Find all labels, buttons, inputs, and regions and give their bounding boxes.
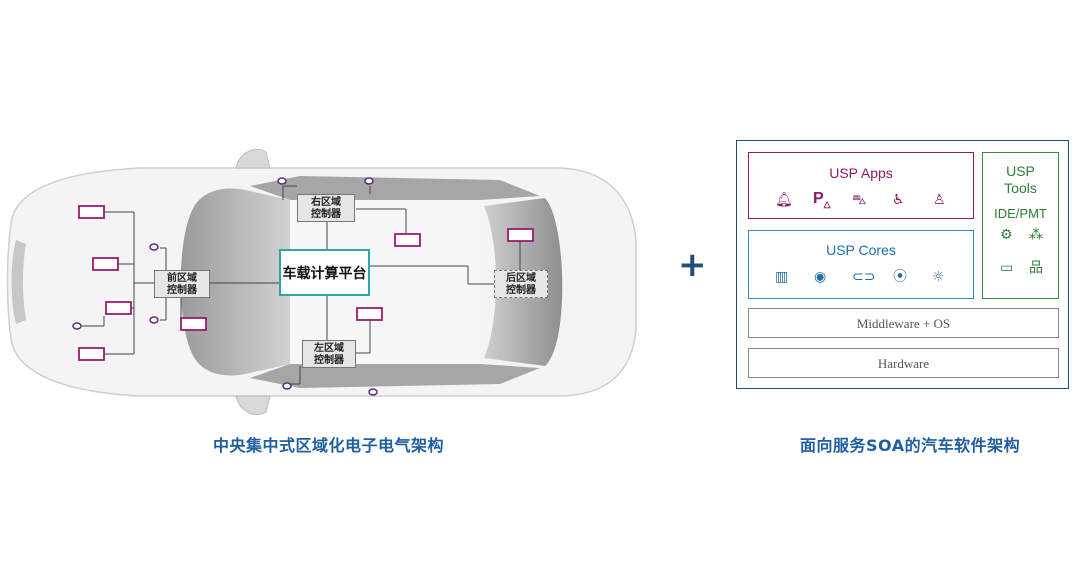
- parking-icon: P△: [813, 190, 831, 210]
- sensor-node: [149, 243, 159, 251]
- car-icon: ⊂⊃: [852, 269, 876, 285]
- sensor-node: [149, 316, 159, 324]
- usp-cores-title: USP Cores: [826, 242, 896, 258]
- ecu-box: [507, 228, 534, 242]
- right-mirror: [235, 148, 271, 169]
- driver-icon: ⛍: [852, 192, 867, 208]
- camera-icon: ◉: [814, 269, 827, 285]
- left-window: [250, 364, 540, 388]
- sensor-node: [277, 177, 287, 185]
- controller-line2: 控制器: [167, 285, 197, 296]
- radar-icon: ⦿: [893, 269, 907, 285]
- bell-icon: 🔔︎: [775, 192, 793, 208]
- light-icon: ☼: [932, 269, 945, 285]
- front-zone-controller: 前区域 控制器: [154, 270, 210, 298]
- controller-line1: 前区域: [167, 273, 197, 284]
- sensor-node: [364, 177, 374, 185]
- controller-line1: 后区域: [506, 273, 536, 284]
- usp-tools-subtitle: IDE/PMT: [994, 206, 1047, 221]
- middleware-label: Middleware + OS: [856, 316, 951, 331]
- middleware-layer: Middleware + OS: [748, 308, 1059, 338]
- ecu-box: [105, 301, 132, 315]
- usp-apps-title: USP Apps: [829, 165, 893, 181]
- left-caption: 中央集中式区域化电子电气架构: [213, 436, 445, 455]
- settings-icon: ⚙︎: [1000, 227, 1013, 243]
- usp-apps-box: USP Apps 🔔︎ P△ ⛍ ♿︎ ♙: [748, 152, 974, 219]
- hardware-layer: Hardware: [748, 348, 1059, 378]
- soa-frame: [736, 140, 1069, 389]
- controller-line1: 左区域: [314, 343, 344, 354]
- ecu-box: [78, 347, 105, 361]
- sensor-node: [72, 322, 82, 330]
- controller-line2: 控制器: [506, 285, 536, 296]
- hierarchy-icon: 品: [1029, 260, 1043, 276]
- controller-line2: 控制器: [311, 209, 341, 220]
- controller-line2: 控制器: [314, 355, 344, 366]
- usp-tools-title: USP Tools: [1004, 163, 1037, 196]
- central-computing-platform: 车载计算平台: [279, 249, 370, 296]
- network-icon: ⁂: [1029, 227, 1043, 243]
- right-caption: 面向服务SOA的汽车软件架构: [800, 436, 1021, 455]
- sensor-node: [368, 388, 378, 396]
- sensor-node: [282, 382, 292, 390]
- windshield: [180, 188, 290, 376]
- left-mirror: [235, 395, 271, 416]
- ecu-box: [78, 205, 105, 219]
- left-zone-controller: 左区域 控制器: [302, 340, 356, 368]
- ecu-box: [92, 257, 119, 271]
- child-seat-icon: ♿︎: [892, 192, 905, 208]
- rear-zone-controller: 后区域 控制器: [494, 270, 548, 298]
- map-icon: ▥: [775, 269, 789, 285]
- right-zone-controller: 右区域 控制器: [297, 194, 355, 222]
- monitor-icon: ▭: [1000, 260, 1014, 276]
- usp-cores-box: USP Cores ▥ ◉ ⊂⊃ ⦿ ☼: [748, 230, 974, 299]
- plus-sign: +: [678, 245, 707, 285]
- controller-line1: 右区域: [311, 197, 341, 208]
- usp-tools-box: USP Tools IDE/PMT ⚙︎ ⁂ ▭ 品: [982, 152, 1059, 299]
- person-icon: ♙: [933, 192, 946, 208]
- ecu-box: [394, 233, 421, 247]
- front-grille: [11, 240, 26, 324]
- hardware-label: Hardware: [877, 356, 930, 371]
- ecu-box: [180, 317, 207, 331]
- ecu-box: [356, 307, 383, 321]
